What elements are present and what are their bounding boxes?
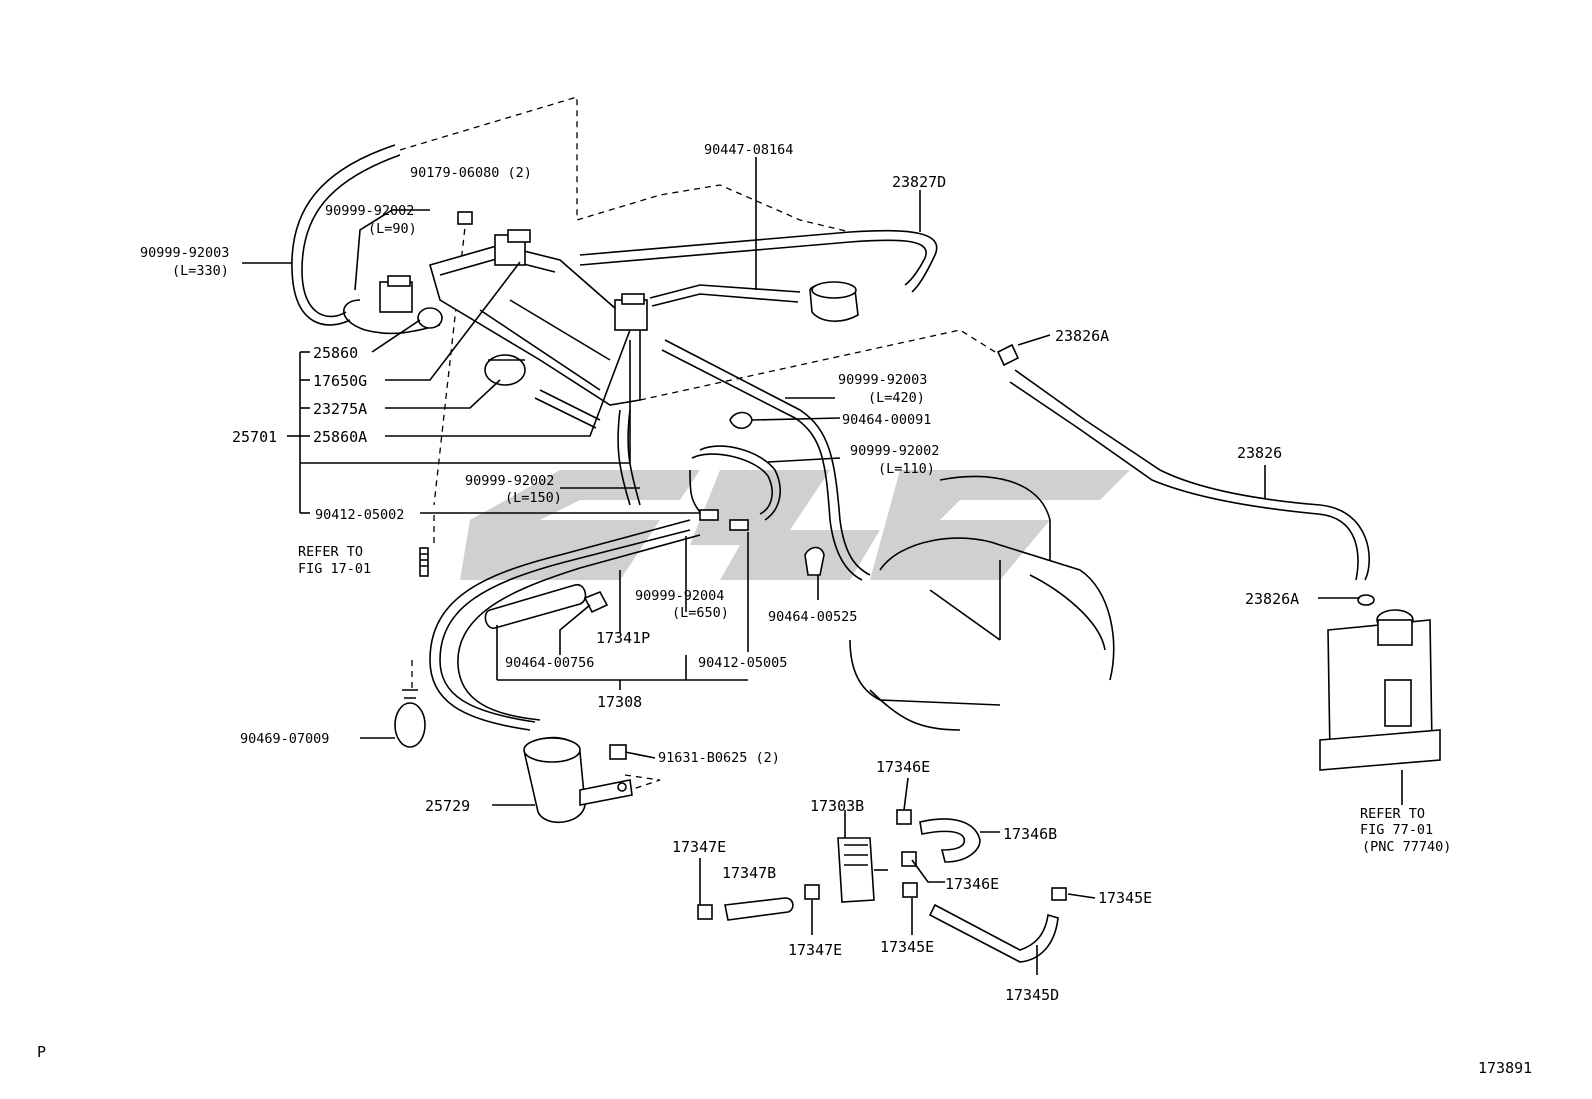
label-17347b: 17347B bbox=[722, 864, 776, 882]
label-90999-92002-a-length: (L=90) bbox=[368, 221, 417, 237]
reference-dashed-line bbox=[639, 329, 1001, 401]
label-90469-07009: 90469-07009 bbox=[240, 731, 329, 747]
bolt-icon bbox=[419, 547, 429, 577]
label-90999-92003-b-length: (L=420) bbox=[868, 390, 925, 406]
label-17345e-bottom: 17345E bbox=[880, 938, 934, 956]
label-17346e-mid: 17346E bbox=[945, 875, 999, 893]
label-90412-05005: 90412-05005 bbox=[698, 655, 787, 671]
label-90999-92002-c-length: (L=150) bbox=[505, 490, 562, 506]
nut-icon bbox=[457, 211, 473, 225]
label-90179-06080: 90179-06080 (2) bbox=[410, 165, 532, 181]
label-91631-b0625: 91631-B0625 (2) bbox=[658, 750, 780, 766]
label-17345e-right: 17345E bbox=[1098, 889, 1152, 907]
label-90999-92004: 90999-92004 bbox=[635, 588, 724, 604]
label-90412-05002: 90412-05002 bbox=[315, 507, 404, 523]
label-17308: 17308 bbox=[597, 693, 642, 711]
label-90999-92002-c: 90999-92002 bbox=[465, 473, 554, 489]
label-refer-to-fig-17-01-b: FIG 17-01 bbox=[298, 561, 371, 577]
label-17346e-top: 17346E bbox=[876, 758, 930, 776]
label-refer-to-fig-77-01-b: FIG 77-01 bbox=[1360, 822, 1433, 838]
label-90464-00091: 90464-00091 bbox=[842, 412, 931, 428]
vsv-bracket-assembly bbox=[379, 229, 648, 406]
label-25701: 25701 bbox=[232, 428, 277, 446]
bottom-hoses bbox=[724, 818, 1059, 963]
reference-dashed-line bbox=[399, 96, 851, 233]
engine-outline-icon bbox=[849, 475, 1115, 731]
label-23826a-bottom: 23826A bbox=[1245, 590, 1299, 608]
label-90999-92002-b: 90999-92002 bbox=[850, 443, 939, 459]
label-refer-to-fig-77-01-a: REFER TO bbox=[1360, 806, 1425, 822]
label-23826a-top: 23826A bbox=[1055, 327, 1109, 345]
label-17347e-bottom: 17347E bbox=[788, 941, 842, 959]
bottom-clip-icons bbox=[697, 809, 1067, 920]
label-90999-92002-b-length: (L=110) bbox=[878, 461, 935, 477]
air-filter-17303b-icon bbox=[837, 837, 888, 903]
corner-marker: P bbox=[37, 1043, 46, 1061]
label-refer-to-pnc-77740: (PNC 77740) bbox=[1362, 839, 1451, 855]
figure-number: 173891 bbox=[1478, 1059, 1532, 1077]
label-25729: 25729 bbox=[425, 797, 470, 815]
vacuum-hoses bbox=[291, 144, 1371, 731]
label-refer-to-fig-17-01-a: REFER TO bbox=[298, 544, 363, 560]
label-23275a: 23275A bbox=[313, 400, 367, 418]
label-17650g: 17650G bbox=[313, 372, 367, 390]
label-17341p: 17341P bbox=[596, 629, 650, 647]
vacuum-switching-valve-icon bbox=[809, 281, 859, 322]
label-17347e-top: 17347E bbox=[672, 838, 726, 856]
leader-lines bbox=[242, 157, 1403, 975]
label-90999-92003-a-length: (L=330) bbox=[172, 263, 229, 279]
label-25860a: 25860A bbox=[313, 428, 367, 446]
label-90999-92002-a: 90999-92002 bbox=[325, 203, 414, 219]
label-90999-92003-b: 90999-92003 bbox=[838, 372, 927, 388]
part-labels: 90179-06080 (2) 90999-92002 (L=90) 90999… bbox=[37, 142, 1532, 1077]
label-90999-92003-a: 90999-92003 bbox=[140, 245, 229, 261]
clamp-90469-icon bbox=[394, 689, 426, 748]
label-90447-08164: 90447-08164 bbox=[704, 142, 793, 158]
hose-clip-icons bbox=[583, 343, 1020, 614]
label-17303b: 17303B bbox=[810, 797, 864, 815]
watermark-logo bbox=[460, 470, 1130, 580]
label-90999-92004-length: (L=650) bbox=[672, 605, 729, 621]
bracket-25729-icon bbox=[523, 736, 633, 824]
label-17345d: 17345D bbox=[1005, 986, 1059, 1004]
label-17346b: 17346B bbox=[1003, 825, 1057, 843]
label-90464-00525: 90464-00525 bbox=[768, 609, 857, 625]
reference-dashed-line bbox=[624, 774, 661, 791]
label-25860: 25860 bbox=[313, 344, 358, 362]
label-90464-00756: 90464-00756 bbox=[505, 655, 594, 671]
label-23827d: 23827D bbox=[892, 173, 946, 191]
charcoal-canister-icon bbox=[1319, 594, 1441, 771]
label-23826: 23826 bbox=[1237, 444, 1282, 462]
